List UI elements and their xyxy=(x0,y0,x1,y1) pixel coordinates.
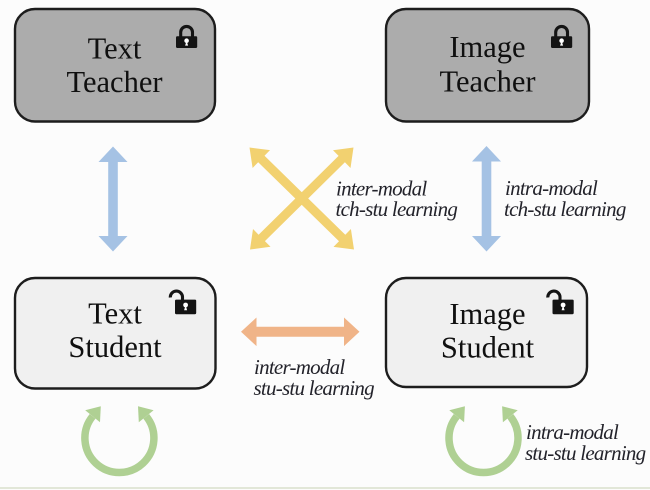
svg-text:inter-modal: inter-modal xyxy=(254,355,345,379)
svg-text:Image: Image xyxy=(449,297,525,331)
svg-text:intra-modal: intra-modal xyxy=(505,176,598,200)
svg-text:Teacher: Teacher xyxy=(439,65,535,99)
svg-text:stu-stu learning: stu-stu learning xyxy=(525,441,646,465)
svg-text:intra-modal: intra-modal xyxy=(526,420,619,444)
svg-text:tch-stu learning: tch-stu learning xyxy=(504,197,626,221)
svg-text:Teacher: Teacher xyxy=(66,65,162,99)
svg-text:Image: Image xyxy=(449,30,525,64)
svg-text:inter-modal: inter-modal xyxy=(336,177,427,201)
svg-text:Text: Text xyxy=(88,297,142,331)
svg-text:Text: Text xyxy=(88,31,142,65)
svg-text:Student: Student xyxy=(68,330,162,364)
svg-text:stu-stu learning: stu-stu learning xyxy=(254,376,375,400)
svg-text:tch-stu learning: tch-stu learning xyxy=(336,197,458,221)
svg-text:Student: Student xyxy=(441,331,535,365)
